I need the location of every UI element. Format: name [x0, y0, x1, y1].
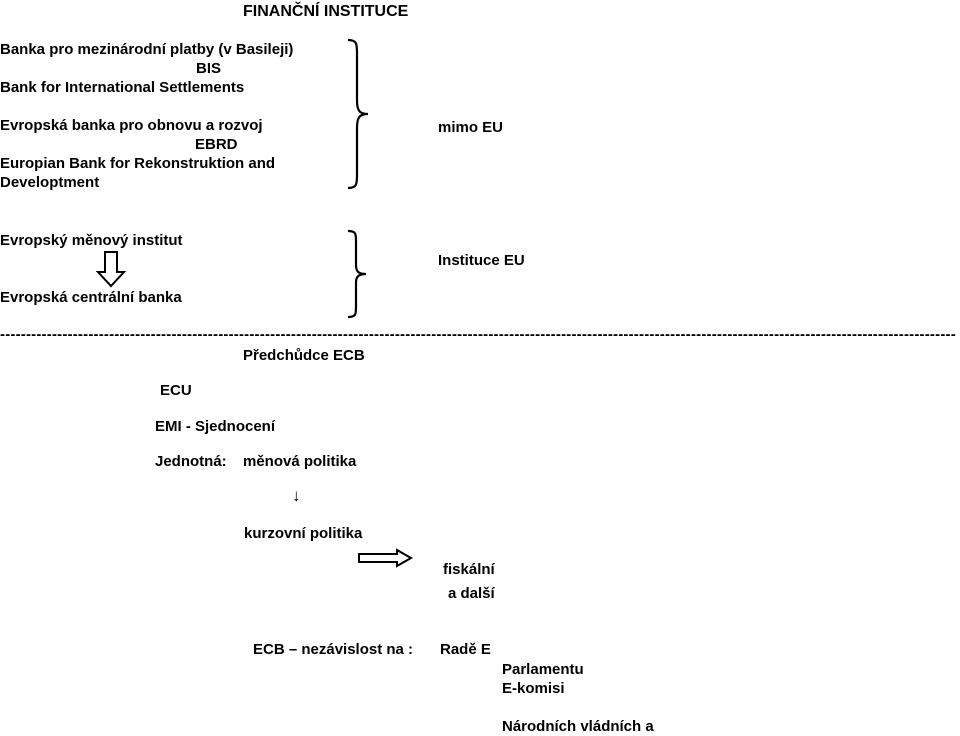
bis-abbreviation: BIS: [196, 60, 222, 77]
other-policies-label: a další: [448, 585, 495, 602]
unified-label: Jednotná:: [155, 453, 227, 470]
eu-institutions-label: Instituce EU: [438, 252, 525, 269]
predecessors-heading: Předchůdce ECB: [243, 347, 365, 364]
outside-eu-label: mimo EU: [438, 119, 504, 136]
ebrd-abbreviation: EBRD: [195, 136, 238, 153]
dashed-separator: ----------------------------------------…: [0, 330, 956, 340]
ecu-label: ECU: [160, 382, 192, 399]
thin-down-arrow-icon: ↓: [292, 486, 301, 505]
national-governments-item: Národních vládních a: [502, 718, 654, 735]
hollow-down-arrow-icon: [95, 251, 127, 288]
ebrd-czech-name: Evropská banka pro obnovu a rozvoj: [0, 117, 263, 134]
ebrd-english-name-line2: Developtment: [0, 174, 100, 191]
bis-english-name: Bank for International Settlements: [0, 79, 245, 96]
bis-czech-name: Banka pro mezinárodní platby (v Basileji…: [0, 41, 294, 58]
council-item: Radě E: [440, 641, 491, 658]
monetary-policy-label: měnová politika: [243, 453, 357, 470]
parliament-item: Parlamentu: [502, 661, 584, 678]
ecb-independence-label: ECB – nezávislost na :: [253, 641, 414, 658]
commission-item: E-komisi: [502, 680, 565, 697]
exchange-policy-label: kurzovní politika: [244, 525, 363, 542]
page-title: FINANČNÍ INSTITUCE: [243, 3, 409, 20]
fiscal-policy-label: fiskální: [443, 561, 495, 578]
double-right-arrow-icon: [358, 548, 414, 568]
right-curly-brace-icon: [347, 38, 369, 190]
ebrd-english-name-line1: Europian Bank for Rekonstruktion and: [0, 155, 276, 172]
emi-unification-label: EMI - Sjednocení: [155, 418, 276, 435]
right-curly-brace-icon: [347, 229, 367, 319]
emi-name: Evropský měnový institut: [0, 232, 183, 249]
ecb-name: Evropská centrální banka: [0, 289, 182, 306]
